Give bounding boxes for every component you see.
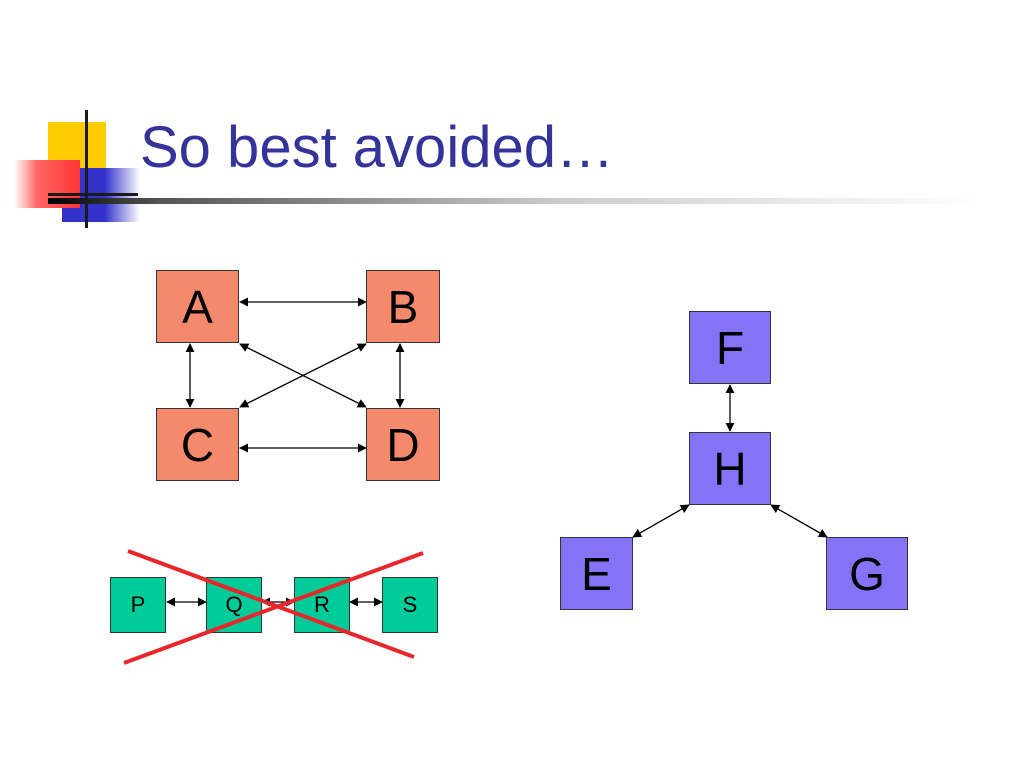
node-r: R (294, 577, 350, 633)
cross-out-stroke-2 (123, 551, 424, 665)
title-decoration-horizontal-line (48, 193, 138, 196)
node-g: G (826, 537, 908, 610)
node-h: H (689, 432, 771, 505)
edge-b-c (239, 343, 367, 408)
title-underline (48, 198, 978, 204)
edge-a-d (239, 343, 367, 408)
edge-h-e (632, 504, 690, 538)
node-f: F (689, 311, 771, 384)
title-decoration-vertical-line (85, 110, 88, 228)
slide-title: So best avoided… (140, 115, 614, 180)
node-d: D (366, 408, 440, 481)
node-a: A (156, 270, 239, 343)
cross-out-stroke-1 (127, 549, 415, 659)
node-p: P (110, 577, 166, 633)
node-c: C (156, 408, 239, 481)
node-q: Q (206, 577, 262, 633)
node-s: S (382, 577, 438, 633)
node-e: E (560, 537, 633, 610)
edge-h-g (770, 504, 828, 538)
node-b: B (366, 270, 440, 343)
